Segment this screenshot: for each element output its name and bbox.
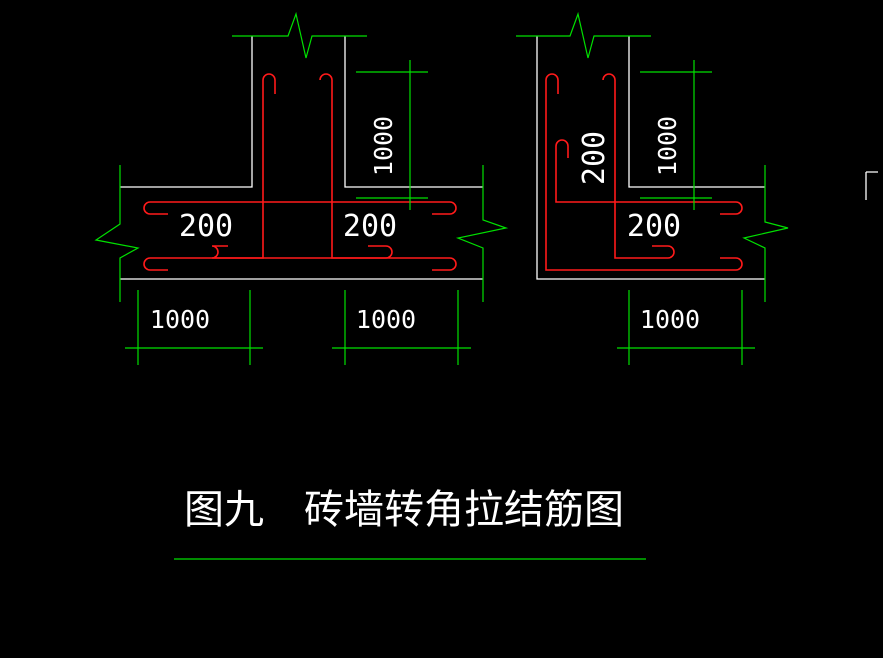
left-rebar-horizontal-top <box>143 201 457 215</box>
right-break-top <box>516 11 651 59</box>
left-break-top <box>232 11 367 59</box>
right-vertical-dim-text: 1000 <box>653 116 682 176</box>
left-wall-outline <box>120 36 483 280</box>
left-rebar-horizontal-bottom <box>143 257 457 271</box>
left-bottom-dim-left-text: 1000 <box>150 305 210 334</box>
drawing-title: 图九 砖墙转角拉结筋图 <box>184 487 624 533</box>
right-bottom-dim-text: 1000 <box>640 305 700 334</box>
left-break-right <box>455 165 509 302</box>
left-rebar-vertical-right <box>319 73 393 259</box>
left-vertical-dim-text: 1000 <box>369 116 398 176</box>
left-bottom-dim-right-text: 1000 <box>356 305 416 334</box>
right-vertical-dim-lines <box>640 60 712 210</box>
right-wall-label-vertical: 200 <box>577 131 612 185</box>
right-rebar-vertical <box>602 73 675 259</box>
right-rebar-outer <box>545 73 743 271</box>
right-detail: 1000 200 200 1000 <box>516 11 789 365</box>
left-break-left <box>94 165 140 302</box>
left-detail: 1000 200 200 1000 1000 <box>94 11 509 365</box>
left-bottom-dim-left-lines <box>125 290 263 365</box>
right-rebar-inner <box>555 139 743 215</box>
left-wall-label-right: 200 <box>343 209 397 244</box>
right-wall-label-horizontal: 200 <box>627 209 681 244</box>
right-bottom-dim-lines <box>617 290 755 365</box>
right-wall-outline <box>536 36 765 280</box>
left-bottom-dim-right-lines <box>332 290 471 365</box>
left-rebar-vertical-left <box>211 73 276 259</box>
right-break-right <box>742 165 789 302</box>
left-wall-label-left: 200 <box>179 209 233 244</box>
left-vertical-dim-lines <box>356 60 428 210</box>
partial-edge-mark <box>865 171 878 200</box>
